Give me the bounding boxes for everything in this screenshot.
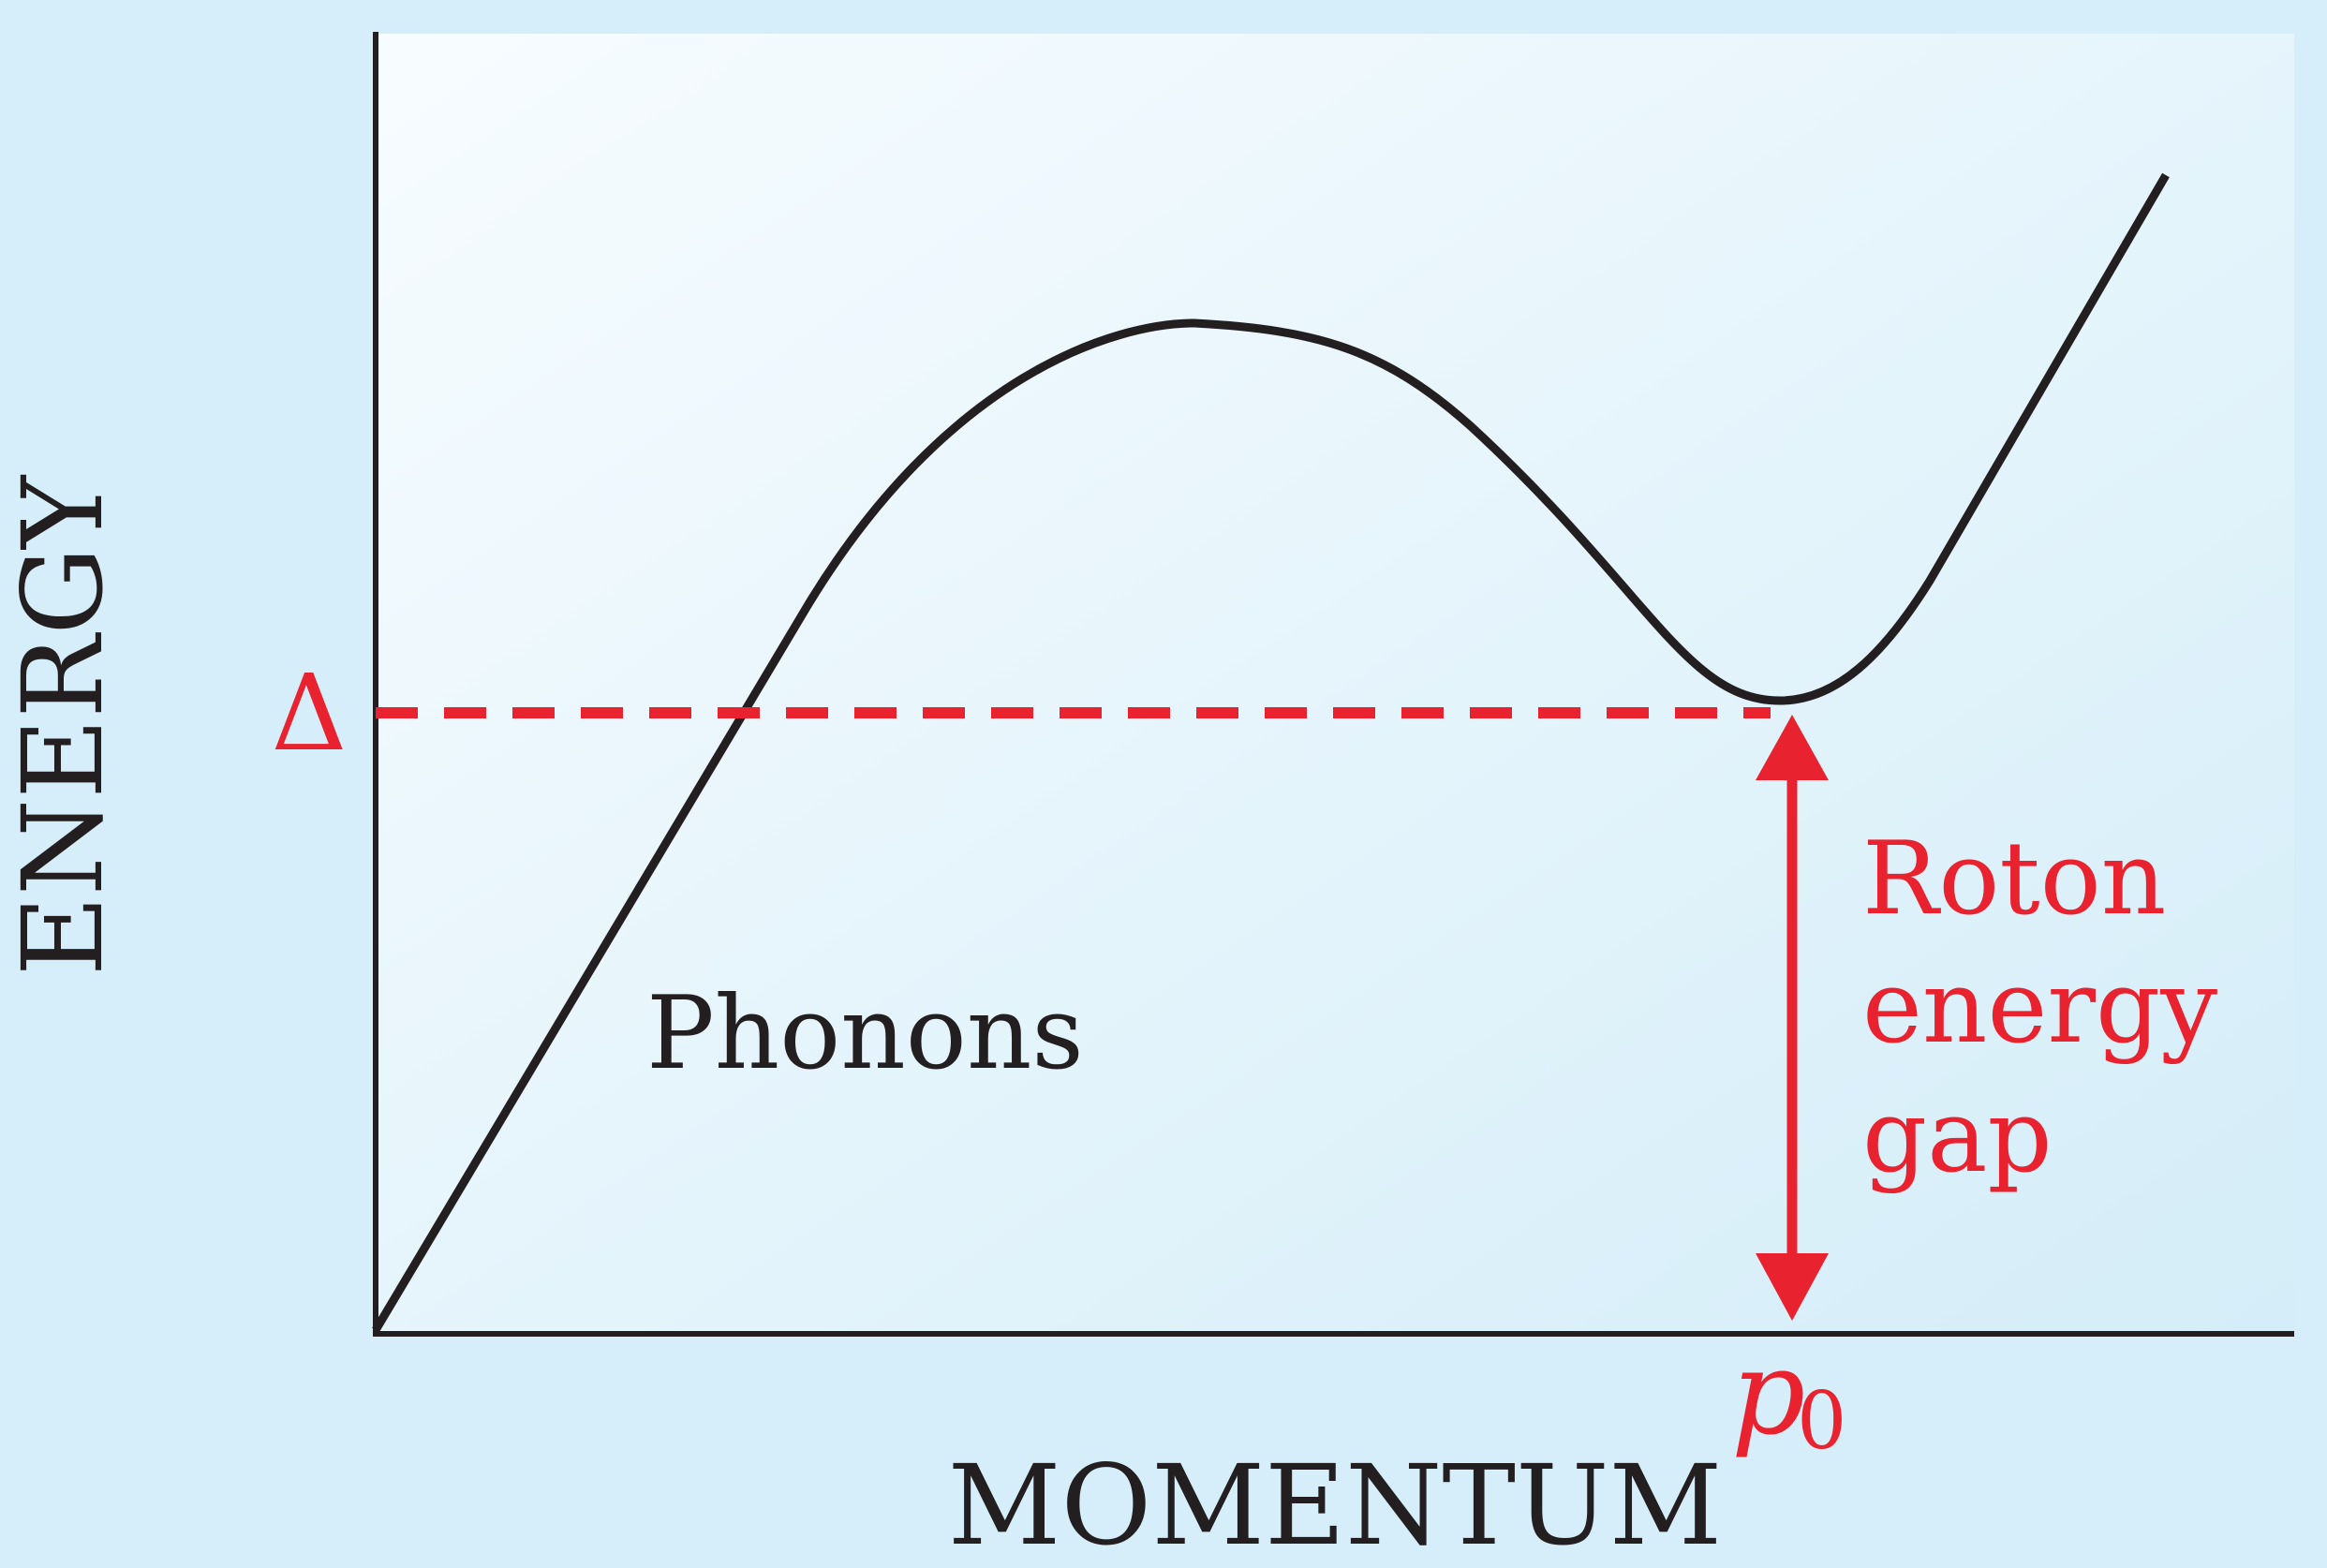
phonons-label: Phonons (646, 975, 1084, 1092)
x-axis-title: MOMENTUM (948, 1441, 1723, 1568)
p0-label: p 0 (1731, 1326, 1846, 1467)
roton-label-line-1: Roton (1862, 821, 2166, 938)
p0-subscript: 0 (1797, 1375, 1846, 1467)
dispersion-curve (372, 172, 2170, 1333)
gap-symbol-label: Δ (272, 653, 348, 775)
roton-label-line-3: gap (1862, 1078, 2053, 1195)
p0-main: p (1731, 1326, 1805, 1461)
arrow-up-head (1756, 715, 1829, 780)
energy-gap-arrow (1756, 715, 1829, 1321)
plot-area (376, 34, 2294, 1334)
roton-energy-gap-label: Roton energy gap (1862, 821, 2217, 1195)
y-axis-title: ENERGY (0, 475, 127, 977)
roton-label-line-2: energy (1862, 949, 2217, 1066)
arrow-down-head (1756, 1253, 1829, 1321)
